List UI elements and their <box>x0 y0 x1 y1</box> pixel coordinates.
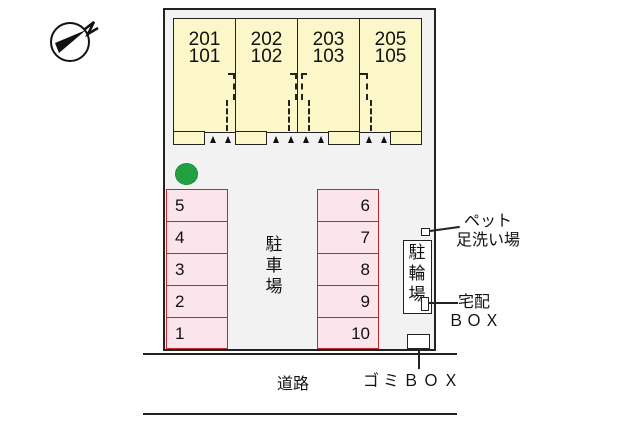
unit-number-upper: 202 <box>250 29 283 50</box>
stair-path <box>295 73 297 100</box>
unit-203-103: 203 103 <box>297 18 360 133</box>
unit-number-lower: 101 <box>188 46 221 67</box>
stair-path <box>301 73 307 75</box>
parking-slot-6: 6 <box>317 189 379 222</box>
entrance-marker-icon <box>366 136 372 143</box>
veranda <box>235 131 267 145</box>
delivery-box-label: 宅配 ＢＯＸ <box>448 292 503 330</box>
stair-path <box>290 73 296 75</box>
parking-slot-3: 3 <box>166 253 228 286</box>
parking-slot-10: 10 <box>317 317 379 349</box>
parking-slot-2: 2 <box>166 285 228 318</box>
unit-number-lower: 102 <box>250 46 283 67</box>
parking-right-column: 6 7 8 9 10 <box>317 189 379 349</box>
pet-wash-label: ペット 足洗い場 <box>456 211 521 249</box>
unit-205-105: 205 105 <box>359 18 422 133</box>
building: 201 101 202 102 203 103 205 105 <box>173 18 425 145</box>
road-label: 道路 <box>277 374 310 393</box>
parking-slot-8: 8 <box>317 253 379 286</box>
stair-path <box>301 73 303 100</box>
unit-number-upper: 201 <box>188 29 221 50</box>
stair-path <box>366 73 368 100</box>
veranda <box>328 131 360 145</box>
north-arrow-icon <box>50 21 99 62</box>
parking-slot-4: 4 <box>166 221 228 254</box>
pet-wash-marker <box>421 228 430 236</box>
tree-icon <box>175 163 198 185</box>
unit-number-upper: 203 <box>312 29 345 50</box>
delivery-box-leader-line <box>428 302 458 304</box>
delivery-box-marker <box>421 297 429 311</box>
stair-path <box>360 73 366 75</box>
entrance-marker-icon <box>210 136 216 143</box>
unit-202-102: 202 102 <box>235 18 298 133</box>
stair-path <box>228 73 234 75</box>
entrance-marker-icon <box>381 136 387 143</box>
road-edge-bottom <box>143 413 457 415</box>
road-edge-top <box>143 353 457 355</box>
compass <box>50 18 110 62</box>
unit-number-lower: 105 <box>374 46 407 67</box>
bicycle-parking: 駐 輪 場 <box>403 240 432 314</box>
entrance-marker-icon <box>225 136 231 143</box>
entrance-marker-icon <box>318 136 324 143</box>
garbage-box-marker <box>407 334 430 349</box>
veranda <box>173 131 205 145</box>
entrance-marker-icon <box>303 136 309 143</box>
parking-left-column: 5 4 3 2 1 <box>166 189 228 349</box>
entrance-marker-icon <box>273 136 279 143</box>
stair-path <box>308 100 310 131</box>
garbage-box-label: ゴミＢＯＸ <box>363 371 464 390</box>
stair-path <box>370 100 372 131</box>
entrance-marker-icon <box>288 136 294 143</box>
parking-slot-7: 7 <box>317 221 379 254</box>
bicycle-parking-label: 駐 輪 場 <box>408 243 426 305</box>
parking-slot-9: 9 <box>317 285 379 318</box>
unit-number-lower: 103 <box>312 46 345 67</box>
unit-number-upper: 205 <box>374 29 407 50</box>
unit-201-101: 201 101 <box>173 18 236 133</box>
parking-label: 駐 車 場 <box>265 235 283 297</box>
parking-slot-5: 5 <box>166 189 228 222</box>
garbage-box-leader-line <box>418 349 420 369</box>
stair-path <box>233 73 235 100</box>
parking-slot-1: 1 <box>166 317 228 349</box>
veranda <box>390 131 422 145</box>
stair-path <box>288 100 290 131</box>
stair-path <box>226 100 228 131</box>
